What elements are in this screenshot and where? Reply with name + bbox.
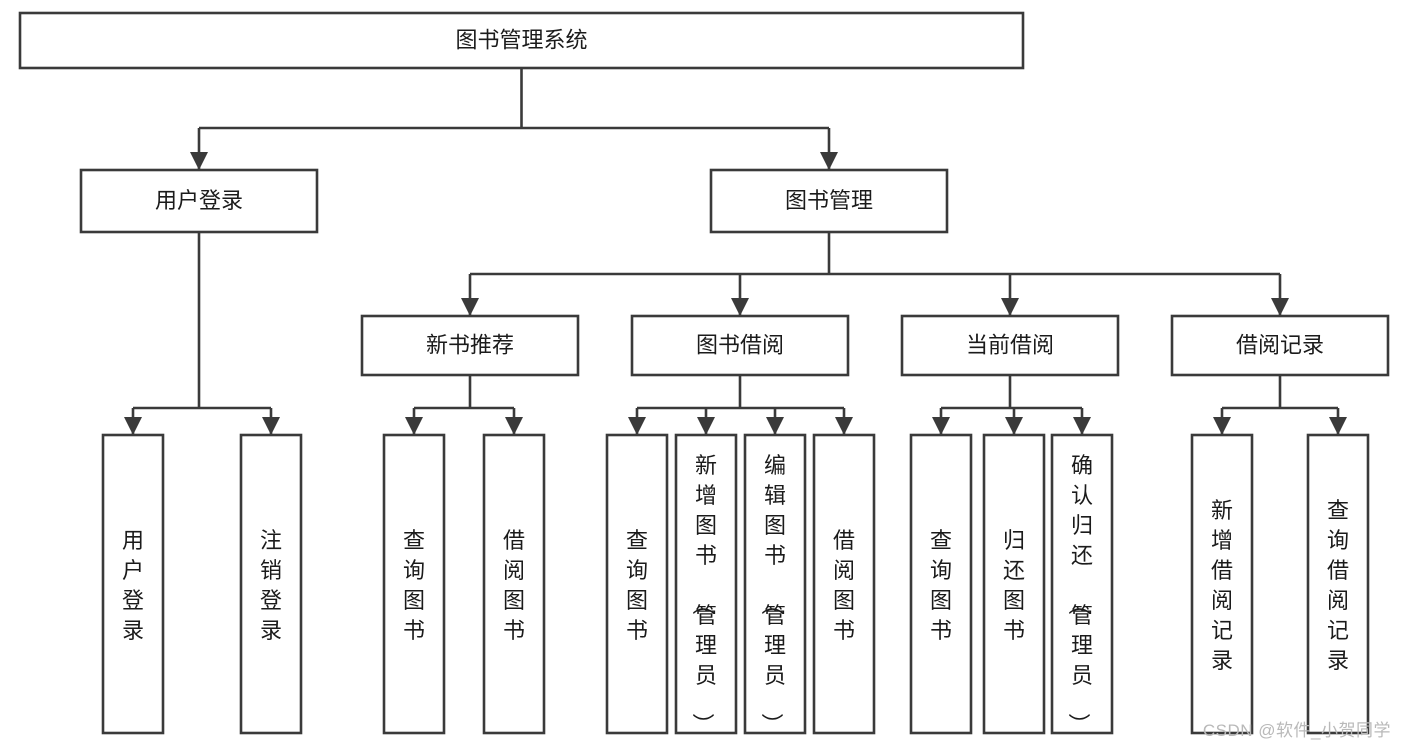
node-l3-record[interactable]: 借阅记录 [1170,314,1390,377]
node-l4-nb-query[interactable]: 查询图书 [382,433,446,735]
arrow-head-icon [461,298,479,316]
node-layer: 图书管理系统用户登录图书管理新书推荐图书借阅当前借阅借阅记录用户登录注销登录查询… [18,11,1390,735]
node-label: 编辑图书（管理员） [759,453,786,735]
arrow-head-icon [628,417,646,435]
node-l4-user-login[interactable]: 用户登录 [101,433,165,735]
arrow-head-icon [1005,417,1023,435]
arrow-head-icon [124,417,142,435]
arrow-head-icon [190,152,208,170]
node-box [18,11,1025,70]
node-l2-book[interactable]: 图书管理 [709,168,949,234]
node-box [982,433,1046,735]
node-box [360,314,580,377]
node-l4-cb-query[interactable]: 查询图书 [909,433,973,735]
arrow-head-icon [766,417,784,435]
node-root[interactable]: 图书管理系统 [18,11,1025,70]
node-box [605,433,669,735]
node-box [482,433,546,735]
arrow-head-icon [835,417,853,435]
node-l3-newbook[interactable]: 新书推荐 [360,314,580,377]
node-label: 新书推荐 [426,332,514,357]
edge-layer [124,68,1347,435]
arrow-head-icon [1073,417,1091,435]
node-label: 查询图书 [626,528,648,643]
arrow-head-icon [731,298,749,316]
node-box [674,433,738,735]
node-l4-cb-return[interactable]: 归还图书 [982,433,1046,735]
node-box [1306,433,1370,735]
node-label: 借阅记录 [1236,332,1324,357]
node-l4-nb-borrow[interactable]: 借阅图书 [482,433,546,735]
node-l4-bb-edit[interactable]: 编辑图书（管理员） [743,433,807,735]
arrow-head-icon [262,417,280,435]
node-label: 查询借阅记录 [1327,498,1349,673]
node-box [79,168,319,234]
arrow-head-icon [820,152,838,170]
node-l4-bb-borrow[interactable]: 借阅图书 [812,433,876,735]
node-l2-user[interactable]: 用户登录 [79,168,319,234]
node-label: 用户登录 [155,188,243,213]
node-l4-bb-query[interactable]: 查询图书 [605,433,669,735]
node-label: 图书借阅 [696,332,784,357]
node-label: 新增图书（管理员） [690,453,717,735]
node-box [900,314,1120,377]
node-box [1050,433,1114,735]
node-label: 新增借阅记录 [1211,498,1233,673]
node-label: 借阅图书 [833,528,855,643]
node-l4-rec-query[interactable]: 查询借阅记录 [1306,433,1370,735]
arrow-head-icon [1213,417,1231,435]
node-l4-cb-confirm[interactable]: 确认归还（管理员） [1050,433,1114,735]
arrow-head-icon [1329,417,1347,435]
node-label: 查询图书 [403,528,425,643]
node-l3-borrow[interactable]: 图书借阅 [630,314,850,377]
node-box [101,433,165,735]
node-label: 确认归还（管理员） [1066,453,1093,735]
node-label: 注销登录 [260,528,282,643]
node-label: 图书管理系统 [455,27,587,52]
arrow-head-icon [697,417,715,435]
arrow-head-icon [1001,298,1019,316]
node-label: 查询图书 [930,528,952,643]
node-box [1190,433,1254,735]
node-label: 图书管理 [785,188,873,213]
node-l3-current[interactable]: 当前借阅 [900,314,1120,377]
node-box [812,433,876,735]
arrow-head-icon [932,417,950,435]
node-box [709,168,949,234]
node-label: 当前借阅 [966,332,1054,357]
node-box [909,433,973,735]
arrow-head-icon [1271,298,1289,316]
arrow-head-icon [505,417,523,435]
node-l4-rec-add[interactable]: 新增借阅记录 [1190,433,1254,735]
node-box [1170,314,1390,377]
node-box [239,433,303,735]
node-box [743,433,807,735]
arrow-head-icon [405,417,423,435]
node-l4-bb-add[interactable]: 新增图书（管理员） [674,433,738,735]
node-label: 用户登录 [122,528,144,643]
node-label: 借阅图书 [503,528,525,643]
node-box [630,314,850,377]
node-label: 归还图书 [1003,528,1025,643]
node-l4-user-logout[interactable]: 注销登录 [239,433,303,735]
node-box [382,433,446,735]
